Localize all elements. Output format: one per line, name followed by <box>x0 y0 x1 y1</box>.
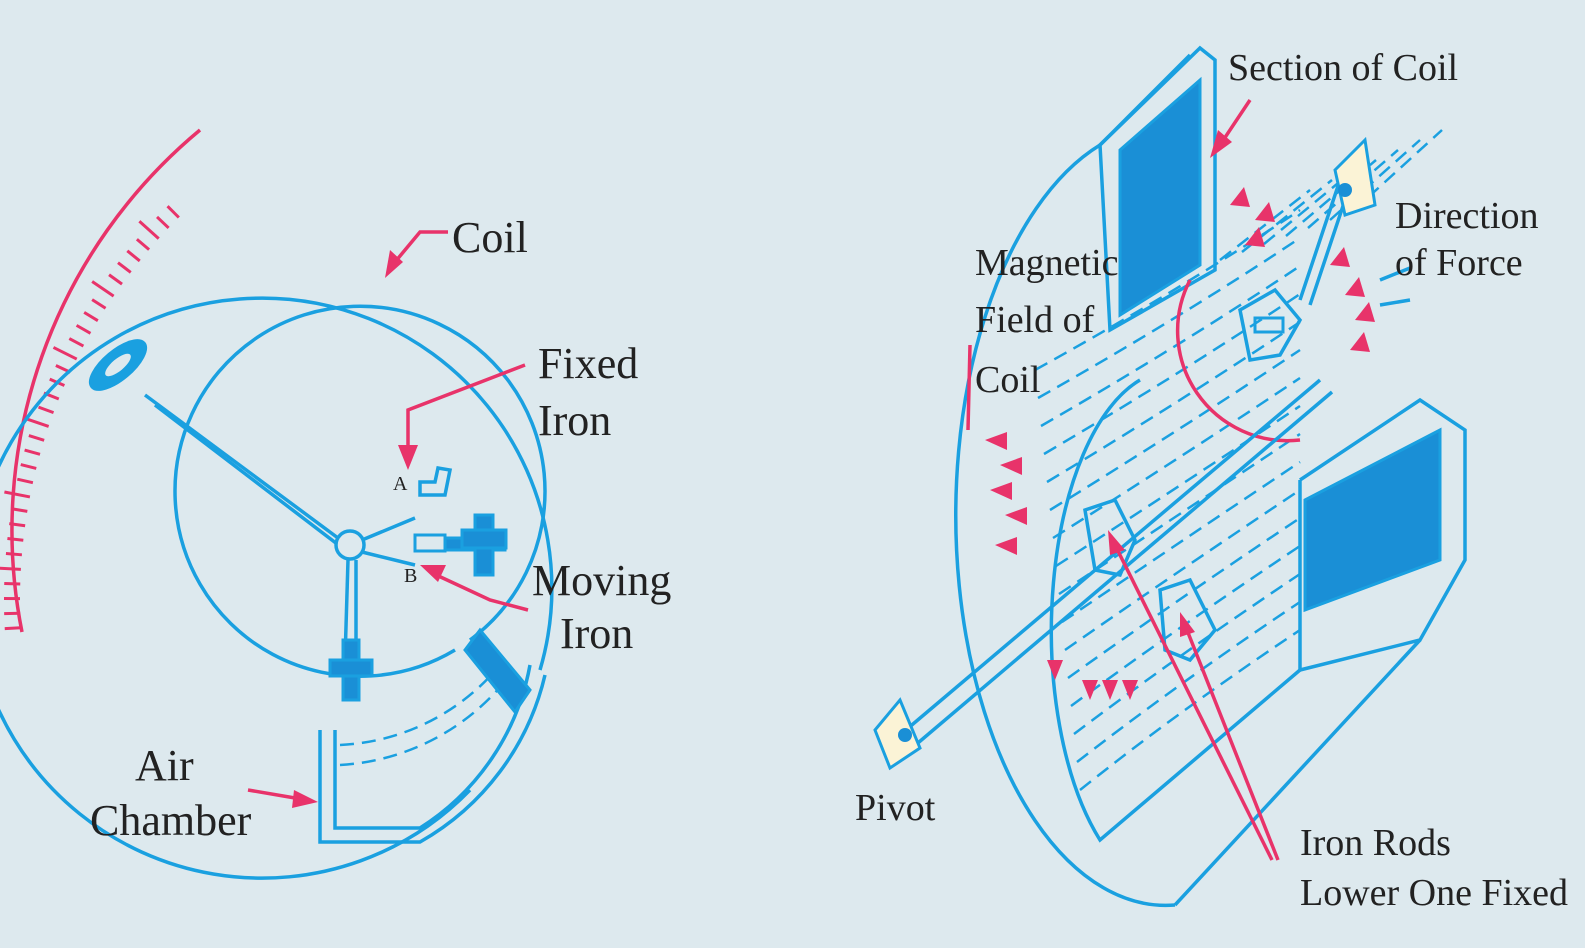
coil-section-bottom <box>1305 430 1440 610</box>
damping-vane <box>465 630 530 712</box>
field-arrow <box>1005 507 1027 525</box>
label-magnetic-2: Field of <box>975 299 1095 341</box>
scale-tick <box>29 436 44 441</box>
label-point-a: A <box>393 473 408 495</box>
field-arrow <box>1330 247 1350 267</box>
field-arrow <box>1102 680 1118 700</box>
scale-tick <box>137 239 149 249</box>
field-arrow <box>1230 187 1250 207</box>
label-point-b: B <box>404 565 417 587</box>
left-diagram: Coil Fixed Iron Moving Iron Air Chamber … <box>0 130 671 878</box>
field-arrow <box>1350 332 1370 352</box>
field-arrow <box>1245 227 1265 247</box>
scale-tick <box>109 275 122 284</box>
scale-tick <box>92 281 113 296</box>
coil-inner-ring <box>175 306 545 676</box>
scale-tick <box>25 450 40 454</box>
label-moving-iron-1: Moving <box>532 556 671 605</box>
pointer <box>83 332 345 550</box>
scale-tick <box>53 347 76 359</box>
balance-weight <box>330 640 372 700</box>
scale-tick <box>92 300 105 309</box>
label-section-of-coil: Section of Coil <box>1228 47 1458 89</box>
label-air-chamber-1: Air <box>135 741 194 790</box>
fixed-iron <box>420 468 450 495</box>
field-arrow <box>1255 202 1275 222</box>
field-line <box>1080 630 1300 790</box>
label-direction-1: Direction <box>1395 195 1539 237</box>
scale-tick <box>77 325 91 333</box>
label-coil: Coil <box>452 213 528 262</box>
pivot-bearing <box>875 700 920 768</box>
field-arrow <box>1345 277 1365 297</box>
scale-tick <box>17 479 33 482</box>
label-magnetic-1: Magnetic <box>975 242 1119 284</box>
field-arrow <box>995 537 1017 555</box>
top-bearing <box>1335 140 1375 215</box>
field-arrow <box>1082 680 1098 700</box>
label-pivot: Pivot <box>855 787 936 829</box>
scale-tick <box>6 553 22 554</box>
scale-tick <box>127 251 139 261</box>
scale-tick <box>21 465 37 469</box>
label-air-chamber-2: Chamber <box>90 796 252 845</box>
label-iron-rods-2: Lower One Fixed <box>1300 872 1568 914</box>
scale-tick <box>157 217 169 228</box>
scale-tick <box>84 312 98 320</box>
scale-tick <box>168 206 179 217</box>
scale-tick <box>39 407 54 413</box>
field-arrow <box>1047 660 1063 680</box>
scale-tick <box>5 628 21 629</box>
label-direction-2: of Force <box>1395 242 1523 284</box>
scale-tick <box>118 263 131 273</box>
label-magnetic-3: Coil <box>975 359 1040 401</box>
scale-tick <box>4 492 30 497</box>
scale-tick <box>139 221 158 238</box>
scale-tick <box>7 539 23 541</box>
right-diagram: Section of Coil Direction of Force Magne… <box>855 47 1568 914</box>
label-moving-iron-2: Iron <box>560 609 633 658</box>
field-arrow <box>1122 680 1138 700</box>
scale-tick <box>69 339 83 347</box>
field-arrow <box>1355 302 1375 322</box>
field-arrow <box>1000 457 1022 475</box>
scale-tick <box>0 568 21 569</box>
label-fixed-iron-2: Iron <box>538 396 611 445</box>
moving-iron-rod <box>1085 290 1300 575</box>
field-arrow <box>985 432 1007 450</box>
label-iron-rods-1: Iron Rods <box>1300 822 1451 864</box>
label-fixed-iron-1: Fixed <box>538 339 638 388</box>
field-arrow <box>990 482 1012 500</box>
